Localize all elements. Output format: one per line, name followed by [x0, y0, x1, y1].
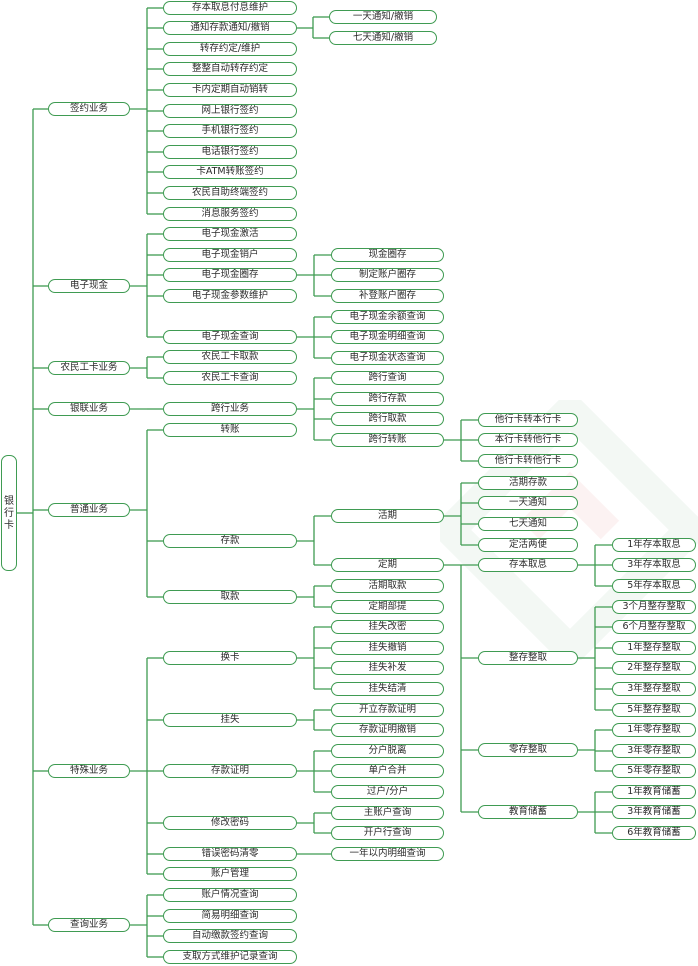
node-farmer[interactable]: 农民工卡业务 — [48, 361, 130, 375]
node-f2[interactable]: 农民工卡查询 — [163, 371, 297, 385]
node-b4c[interactable]: 6年教育储蓄 — [612, 826, 696, 840]
node-p4a[interactable]: 主账户查询 — [331, 806, 444, 820]
node-e3a[interactable]: 现金圈存 — [331, 248, 444, 262]
node-s4[interactable]: 整整自动转存约定 — [163, 62, 297, 76]
node-sign[interactable]: 签约业务 — [48, 102, 130, 116]
node-b3c[interactable]: 5年零存整取 — [612, 764, 696, 778]
node-b2c[interactable]: 1年整存整取 — [612, 641, 696, 655]
node-p5a[interactable]: 一年以内明细查询 — [331, 847, 444, 861]
root-node-bank-card[interactable]: 银行卡 — [1, 455, 17, 571]
node-normal[interactable]: 普通业务 — [48, 503, 130, 517]
node-s6[interactable]: 网上银行签约 — [163, 104, 297, 118]
node-n3b[interactable]: 定期部提 — [331, 600, 444, 614]
node-p6[interactable]: 账户管理 — [163, 867, 297, 881]
node-e5b[interactable]: 电子现金明细查询 — [331, 330, 444, 344]
node-n2b3[interactable]: 零存整取 — [478, 743, 578, 757]
node-u1[interactable]: 跨行业务 — [163, 402, 297, 416]
node-s3[interactable]: 转存约定/维护 — [163, 42, 297, 56]
node-n2a3[interactable]: 七天通知 — [478, 517, 578, 531]
node-e5[interactable]: 电子现金查询 — [163, 330, 297, 344]
node-u1d1[interactable]: 他行卡转本行卡 — [478, 413, 578, 427]
node-p3[interactable]: 存款证明 — [163, 764, 297, 778]
node-s8[interactable]: 电话银行签约 — [163, 145, 297, 159]
node-s5[interactable]: 卡内定期自动销转 — [163, 83, 297, 97]
node-e4[interactable]: 电子现金参数维护 — [163, 289, 297, 303]
node-e1[interactable]: 电子现金激活 — [163, 227, 297, 241]
node-p1[interactable]: 换卡 — [163, 651, 297, 665]
node-q2[interactable]: 简易明细查询 — [163, 909, 297, 923]
node-s1[interactable]: 存本取息付息维护 — [163, 1, 297, 15]
node-e5a[interactable]: 电子现金余额查询 — [331, 310, 444, 324]
node-query[interactable]: 查询业务 — [48, 918, 130, 932]
node-s11[interactable]: 消息服务签约 — [163, 207, 297, 221]
node-e3c[interactable]: 补登账户圈存 — [331, 289, 444, 303]
node-e3[interactable]: 电子现金圈存 — [163, 268, 297, 282]
node-n2b[interactable]: 定期 — [331, 558, 444, 572]
node-s10[interactable]: 农民自助终端签约 — [163, 186, 297, 200]
node-p1b[interactable]: 挂失撤销 — [331, 641, 444, 655]
node-b3b[interactable]: 3年零存整取 — [612, 744, 696, 758]
node-n1[interactable]: 转账 — [163, 423, 297, 437]
node-special[interactable]: 特殊业务 — [48, 764, 130, 778]
node-b1c[interactable]: 5年存本取息 — [612, 579, 696, 593]
node-u1a[interactable]: 跨行查询 — [331, 371, 444, 385]
node-p4[interactable]: 修改密码 — [163, 816, 297, 830]
watermark-logo — [440, 400, 698, 660]
node-s7[interactable]: 手机银行签约 — [163, 124, 297, 138]
node-q1[interactable]: 账户情况查询 — [163, 888, 297, 902]
node-b4a[interactable]: 1年教育储蓄 — [612, 785, 696, 799]
node-q3[interactable]: 自动缴款签约查询 — [163, 929, 297, 943]
node-b4b[interactable]: 3年教育储蓄 — [612, 805, 696, 819]
node-s2a[interactable]: 一天通知/撤销 — [329, 10, 437, 24]
node-u1d3[interactable]: 他行卡转他行卡 — [478, 454, 578, 468]
node-u1c[interactable]: 跨行取款 — [331, 412, 444, 426]
node-p1a[interactable]: 挂失改密 — [331, 620, 444, 634]
node-e5c[interactable]: 电子现金状态查询 — [331, 351, 444, 365]
node-p1c[interactable]: 挂失补发 — [331, 661, 444, 675]
node-u1d[interactable]: 跨行转账 — [331, 433, 444, 447]
node-n2b1[interactable]: 存本取息 — [478, 558, 578, 572]
node-n2a1[interactable]: 活期存款 — [478, 476, 578, 490]
node-b1b[interactable]: 3年存本取息 — [612, 558, 696, 572]
node-n2[interactable]: 存款 — [163, 534, 297, 548]
node-b1a[interactable]: 1年存本取息 — [612, 538, 696, 552]
node-n3a[interactable]: 活期取款 — [331, 579, 444, 593]
node-e3b[interactable]: 制定账户圈存 — [331, 268, 444, 282]
node-p2[interactable]: 挂失 — [163, 713, 297, 727]
node-b2f[interactable]: 5年整存整取 — [612, 703, 696, 717]
node-n2a4[interactable]: 定活两便 — [478, 538, 578, 552]
node-n2b4[interactable]: 教育储蓄 — [478, 805, 578, 819]
node-f1[interactable]: 农民工卡取款 — [163, 350, 297, 364]
node-n3[interactable]: 取款 — [163, 590, 297, 604]
node-n2b2[interactable]: 整存整取 — [478, 651, 578, 665]
node-p3c[interactable]: 过户/分户 — [331, 785, 444, 799]
node-u1d2[interactable]: 本行卡转他行卡 — [478, 433, 578, 447]
node-p4b[interactable]: 开户行查询 — [331, 826, 444, 840]
node-b2b[interactable]: 6个月整存整取 — [612, 620, 696, 634]
node-s9[interactable]: 卡ATM转账签约 — [163, 165, 297, 179]
node-b2e[interactable]: 3年整存整取 — [612, 682, 696, 696]
node-s2[interactable]: 通知存款通知/撤销 — [163, 21, 297, 35]
node-p1d[interactable]: 挂失结清 — [331, 682, 444, 696]
node-ecash[interactable]: 电子现金 — [48, 279, 130, 293]
node-n2a2[interactable]: 一天通知 — [478, 496, 578, 510]
node-p5[interactable]: 错误密码清零 — [163, 847, 297, 861]
node-b3a[interactable]: 1年零存整取 — [612, 723, 696, 737]
node-q4[interactable]: 支取方式维护记录查询 — [163, 950, 297, 964]
node-u1b[interactable]: 跨行存款 — [331, 392, 444, 406]
node-e2[interactable]: 电子现金销户 — [163, 248, 297, 262]
node-n2a[interactable]: 活期 — [331, 509, 444, 523]
node-unionpay[interactable]: 银联业务 — [48, 402, 130, 416]
node-p3a[interactable]: 分户脱离 — [331, 744, 444, 758]
node-p2b[interactable]: 存款证明撤销 — [331, 723, 444, 737]
node-b2a[interactable]: 3个月整存整取 — [612, 600, 696, 614]
node-p2a[interactable]: 开立存款证明 — [331, 703, 444, 717]
node-b2d[interactable]: 2年整存整取 — [612, 661, 696, 675]
node-s2b[interactable]: 七天通知/撤销 — [329, 31, 437, 45]
node-p3b[interactable]: 单户合并 — [331, 764, 444, 778]
